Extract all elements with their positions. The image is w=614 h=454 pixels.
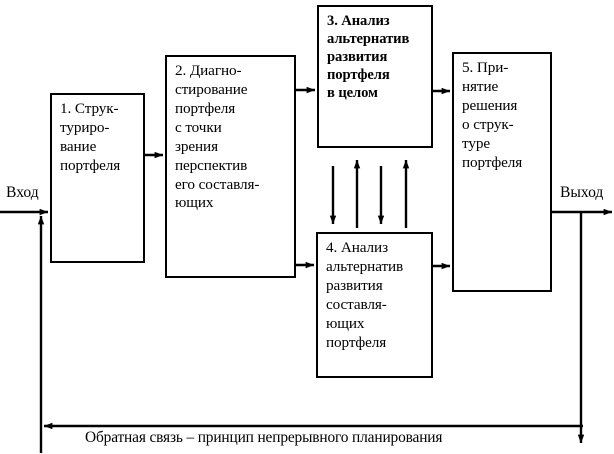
box-diagnostics-label: 2. Диагно- стирование портфеля с точки з… bbox=[175, 62, 260, 212]
output-label: Выход bbox=[560, 184, 604, 201]
box-portfolio-alternatives-label: 3. Анализ альтернатив развития портфеля … bbox=[327, 13, 410, 102]
box-structuring[interactable]: 1. Струк- туриро- вание портфеля bbox=[50, 93, 145, 263]
box-structuring-label: 1. Струк- туриро- вание портфеля bbox=[60, 100, 121, 174]
arrow-feedback-loop bbox=[37, 212, 585, 453]
box-component-alternatives[interactable]: 4. Анализ альтернатив развития составля-… bbox=[316, 232, 433, 378]
input-label: Вход bbox=[6, 184, 39, 201]
feedback-caption: Обратная связь – принцип непрерывного пл… bbox=[85, 429, 443, 446]
box-decision-label: 5. При- нятие решения о струк- туре порт… bbox=[462, 59, 523, 171]
box-component-alternatives-label: 4. Анализ альтернатив развития составля-… bbox=[326, 239, 404, 351]
box-decision[interactable]: 5. При- нятие решения о струк- туре порт… bbox=[452, 52, 552, 292]
box-diagnostics[interactable]: 2. Диагно- стирование портфеля с точки з… bbox=[165, 55, 296, 278]
box-portfolio-alternatives[interactable]: 3. Анализ альтернатив развития портфеля … bbox=[317, 5, 433, 148]
